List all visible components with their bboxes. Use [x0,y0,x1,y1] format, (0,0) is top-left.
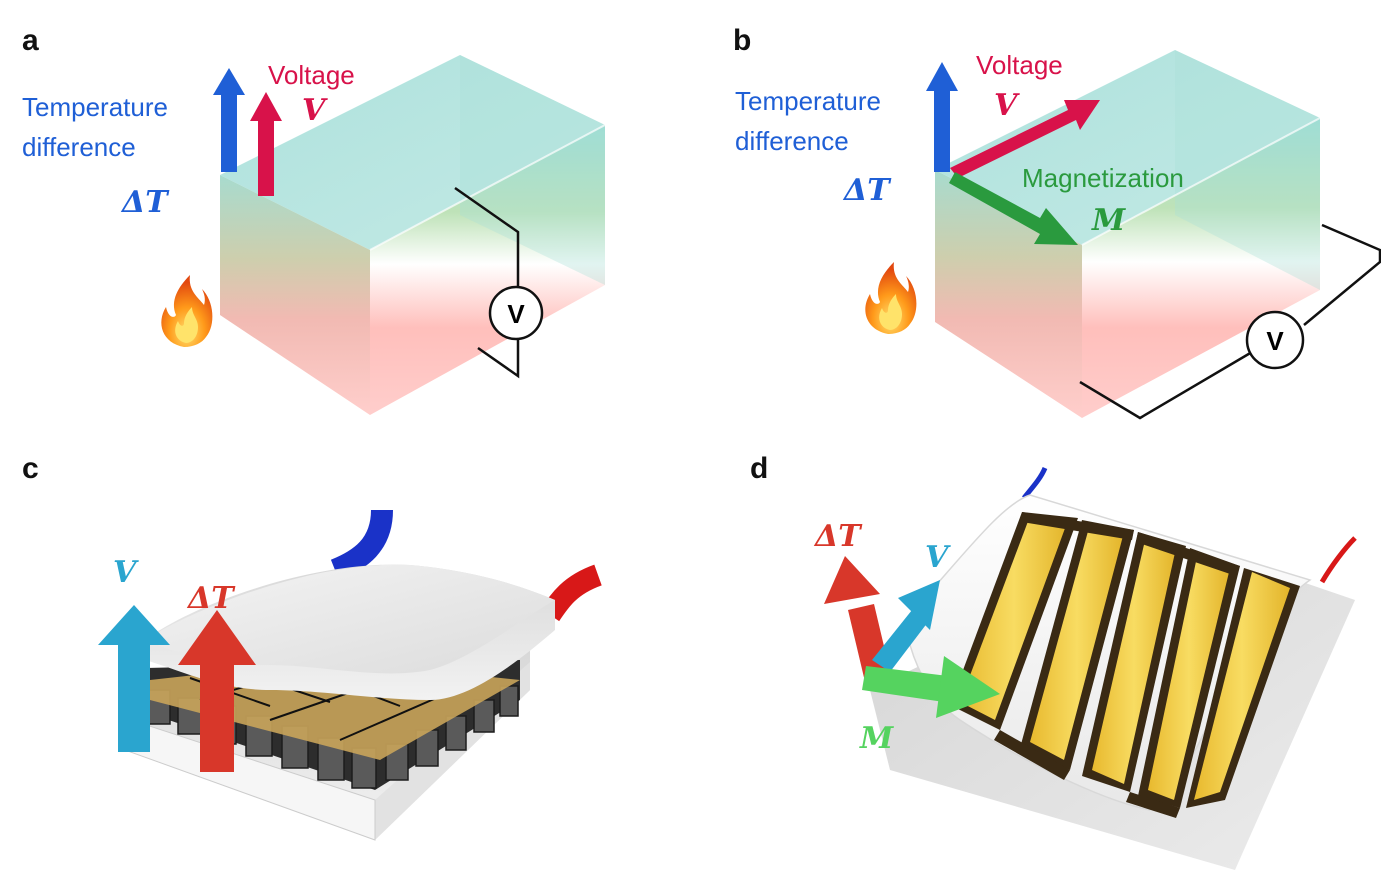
module-top-plate [145,564,555,700]
voltmeter-symbol: V [1266,326,1284,356]
panel-a-voltage-symbol: V [302,93,328,128]
panel-a-delta-t-label: ΔT [120,185,170,220]
panel-a-voltmeter-circuit: V [454,186,544,379]
panel-c-letter: c [22,452,39,485]
panel-d: d [750,452,1357,870]
panel-c-voltage-symbol: V [113,555,139,590]
panel-b-temperature-arrow [926,62,958,172]
panel-b-magnetization-arrow [949,172,1078,245]
panel-a-letter: a [22,24,39,57]
panel-a-block [220,55,606,415]
panel-a-voltage-label: Voltage [268,60,355,90]
panel-b-temperature-label-line1: Temperature [735,86,881,116]
panel-d-magnetization-arrow [862,656,1000,718]
panel-b-voltage-label: Voltage [976,50,1063,80]
red-lead-wire [1319,536,1357,584]
panel-c: c [22,452,603,841]
panel-a: a V Temperature difference ΔT [22,24,606,415]
panel-c-voltage-arrow [98,605,170,752]
panel-a-temperature-label-line2: difference [22,132,136,162]
panel-b-voltmeter-circuit: V [1079,223,1381,420]
panel-c-deltaT-arrow [178,610,256,772]
panel-b-voltage-symbol: V [994,88,1020,123]
panel-b-magnetization-label: Magnetization [1022,163,1184,193]
panel-d-delta-t-label: ΔT [813,519,863,554]
panel-d-magnetization-symbol: M [859,721,894,756]
red-lead-wire [540,564,603,622]
panel-b: b V Temperature difference ΔT Voltage [733,24,1381,420]
voltmeter-icon [1245,310,1305,370]
panel-a-temperature-label-line1: Temperature [22,92,168,122]
flame-icon [161,275,213,347]
voltmeter-symbol: V [507,299,525,329]
panel-d-letter: d [750,452,768,485]
panel-b-block [935,50,1321,418]
blue-lead-wire [1022,466,1048,500]
panel-b-magnetization-symbol: M [1091,203,1126,238]
voltmeter-icon [488,285,544,341]
panel-c-delta-t-label: ΔT [186,581,236,616]
flame-icon [865,262,917,334]
panel-b-temperature-label-line2: difference [735,126,849,156]
panel-d-voltage-arrow [872,580,940,672]
blue-lead-wire [330,509,393,581]
panel-b-voltage-arrow [950,100,1100,178]
meander-electrodes [950,512,1300,818]
panel-d-voltage-symbol: V [925,540,951,575]
panel-a-temperature-arrow [213,68,245,172]
panel-b-letter: b [733,24,751,57]
panel-b-delta-t-label: ΔT [842,173,892,208]
panel-a-voltage-arrow [250,92,282,196]
